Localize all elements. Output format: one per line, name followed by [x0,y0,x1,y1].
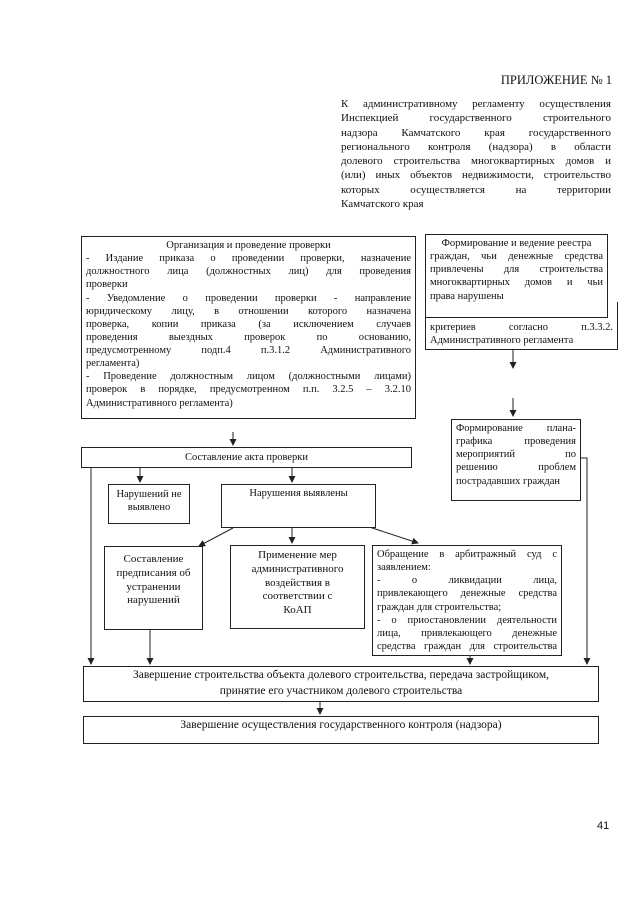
registry-line: многоквартирных домов и чьи [430,277,603,289]
plan-line: решению проблем [456,462,576,474]
measures-box: Применение мер административного воздейс… [230,545,365,629]
court-box: Обращение в арбитражный суд с заявлением… [372,545,562,656]
prescription-line: нарушений [127,594,180,607]
registry-box: Формирование и ведение реестра граждан, … [425,234,608,318]
inspection-line: Административного регламента) [86,397,233,409]
measures-line: КоАП [283,604,312,616]
violations-label: Нарушения выявлены [249,488,348,499]
prescription-box: Составление предписания об устранении на… [104,546,203,630]
criteria-line: Административного регламента [430,335,574,347]
court-line: лица, привлекающего денежные [377,627,557,639]
prescription-line: предписания об [116,566,191,579]
prescription-line: устранении [126,580,181,593]
no-violations-line: выявлено [127,502,171,514]
header-line: долевого строительства многоквартирных д… [341,155,611,168]
header-line: надзора Камчатского края государственног… [341,126,611,139]
plan-box: Формирование плана- графика проведения м… [451,419,581,501]
court-line: привлекающего денежные средства [377,588,557,600]
inspection-line: должностного лица (должностных лиц) для … [86,266,411,278]
inspection-line: предусмотренному подп.4 п.3.1.2 Админист… [86,345,411,356]
measures-line: административного [251,562,344,575]
plan-line: мероприятий по [456,449,576,461]
appendix-title: ПРИЛОЖЕНИЕ № 1 [500,73,612,87]
final-label: Завершение осуществления государственног… [180,719,502,731]
court-line: Обращение в арбитражный суд с [377,549,557,560]
registry-line: граждан, чьи денежные средства [430,251,603,263]
final-box: Завершение осуществления государственног… [83,716,599,744]
plan-line: Формирование плана- [456,423,576,434]
inspection-line: юридическому лицу, в отношении которого … [86,305,411,317]
criteria-line: критериев согласно п.3.3.2. [430,322,613,333]
court-line: - о ликвидации лица, [377,575,557,587]
act-box: Составление акта проверки [81,447,412,468]
page-number: 41 [597,820,610,832]
act-label: Составление акта проверки [184,452,309,463]
measures-line: соответствии с [262,590,333,603]
registry-line: привлечены для строительства [430,264,603,276]
arrow-plan-to-completion [580,457,591,665]
completion-line: принятие его участником долевого строите… [219,684,463,697]
inspection-line: проведения выездных проверок по основани… [86,331,411,343]
header-line: К административному регламенту осуществл… [341,98,611,110]
registry-line: права нарушены [430,290,504,302]
header-line: регионального контроля (надзора) в облас… [341,140,611,153]
court-line: заявлением: [377,562,431,574]
inspection-line: проверки [86,279,128,291]
registry-line: Формирование и ведение реестра [441,238,592,249]
measures-line: воздействия в [265,576,330,589]
inspection-line: регламента) [86,358,140,370]
completion-box: Завершение строительства объекта долевог… [83,666,599,702]
header-line: которых осуществляется на территории [341,183,611,196]
header-line: Инспекцией государственного строительног… [341,112,611,125]
measures-line: Применение мер [258,549,337,561]
prescription-line: Составление [123,553,184,565]
no-violations-box: Нарушений не выявлено [108,484,190,524]
violations-box: Нарушения выявлены [221,484,376,528]
inspection-line: - Проведение должностным лицом (должност… [86,371,411,383]
court-line: граждан для строительства; [377,601,502,613]
inspection-line: - Издание приказа о проведении проверки,… [86,253,411,265]
inspection-line: - Уведомление о проведении проверки - на… [86,292,411,304]
arrow-to-prescription [198,527,234,547]
no-violations-line: Нарушений не [116,489,182,500]
court-line: средства граждан для строительства [377,640,557,652]
regulation-reference: К административному регламенту осуществл… [341,97,611,211]
plan-line: пострадавших граждан [456,475,561,487]
header-line: (или) иных объектов недвижимости, строит… [341,169,611,182]
plan-line: графика проведения [456,436,576,448]
header-line: Камчатского края [341,198,424,211]
inspection-line: проверка, копии приказа (за исключением … [86,318,411,330]
inspection-title: Организация и проведение проверки [166,240,331,251]
inspection-line: проверок в порядке, предусмотренном п.п.… [86,384,411,396]
court-line: - о приостановлении деятельности [377,614,557,626]
completion-line: Завершение строительства объекта долевог… [133,669,549,681]
inspection-box: Организация и проведение проверки - Изда… [81,236,416,419]
